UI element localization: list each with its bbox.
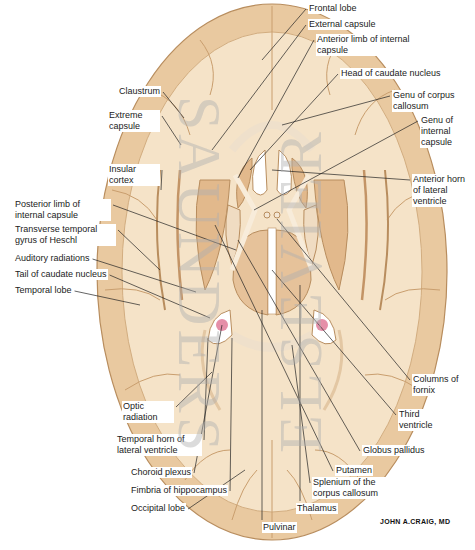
structure-label: Columns of fornix xyxy=(412,374,472,396)
structure-label: Insular cortex xyxy=(108,164,160,186)
leader-line xyxy=(262,9,306,60)
gyri xyxy=(105,6,440,538)
structure-label: Pulvinar xyxy=(262,522,297,533)
structure-label: Anterior limb of internal capsule xyxy=(316,34,418,56)
internal-capsule xyxy=(232,175,255,270)
leader-line xyxy=(161,170,162,190)
structure-label: Anterior horn of lateral ventricle xyxy=(412,174,472,207)
structure-label: Putamen xyxy=(335,465,373,476)
structure-label: Head of caudate nucleus xyxy=(340,68,442,79)
structure-label: Splenium of the corpus callosum xyxy=(312,477,386,499)
structure-label: Choroid plexus xyxy=(130,467,192,478)
structure-label: Globus pallidus xyxy=(362,445,426,456)
cortex xyxy=(97,4,447,540)
insula xyxy=(157,170,165,310)
structure-label: External capsule xyxy=(308,19,377,30)
ventricle xyxy=(253,150,268,195)
leader-line xyxy=(262,310,263,520)
structure-label: Genu of corpus callosum xyxy=(392,90,466,112)
structure-label: Auditory radiations xyxy=(14,253,91,264)
claustrum xyxy=(362,170,367,300)
structure-label: Claustrum xyxy=(118,86,161,97)
leader-line xyxy=(118,230,160,270)
structure-label: Fimbria of hippocampus xyxy=(130,485,228,496)
structure-label: Posterior limb of internal capsule xyxy=(14,199,111,221)
structure-label: Frontal lobe xyxy=(308,3,358,14)
structure-label: Thalamus xyxy=(296,503,338,514)
watermark: ELSEVIER xyxy=(265,128,336,453)
structure-label: Extreme capsule xyxy=(108,110,160,132)
thalamus xyxy=(233,230,268,315)
structure-label: Genu of internal capsule xyxy=(420,115,470,148)
structure-label: Transverse temporal gyrus of Heschl xyxy=(14,224,116,246)
leader-line xyxy=(75,291,140,305)
structure-label: Tail of caudate nucleus xyxy=(14,269,108,280)
structure-label: Occipital lobe xyxy=(130,503,186,514)
structure-label: Temporal lobe xyxy=(14,285,73,296)
artist-signature: JOHN A.CRAIG, MD xyxy=(380,518,450,525)
structure-label: Optic radiation xyxy=(122,401,174,423)
insula xyxy=(380,170,388,310)
leader-line xyxy=(282,96,390,125)
watermark: SAUNDERS xyxy=(164,95,235,454)
structure-label: Third ventricle xyxy=(398,409,452,431)
